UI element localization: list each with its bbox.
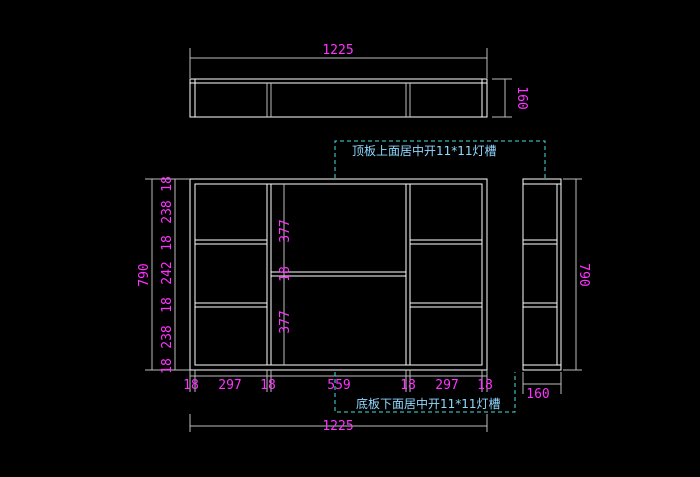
left-spacing-label-3: 18 <box>160 235 175 251</box>
left-spacing-label-6: 238 <box>160 325 175 348</box>
center-spacing-label-3: 377 <box>278 310 293 333</box>
bottom-width-label-6: 297 <box>435 378 458 393</box>
top-plan-outline <box>189 78 488 118</box>
front-height-label: 790 <box>137 263 152 286</box>
bottom-width-label-3: 18 <box>260 378 276 393</box>
left-spacing-label-4: 242 <box>160 261 175 284</box>
top-view: 1225 160 <box>189 43 529 118</box>
bottom-groove-leader <box>334 372 516 413</box>
front-inner-frame <box>194 183 483 366</box>
bottom-width-label-7: 18 <box>477 378 493 393</box>
bottom-width-label-5: 18 <box>400 378 416 393</box>
front-outer-frame <box>189 178 488 371</box>
left-spacing-label-2: 238 <box>160 200 175 223</box>
bottom-groove-note: 底板下面居中开11*11灯槽 <box>334 372 516 413</box>
center-spacing-label-2: 18 <box>278 266 293 282</box>
top-width-label: 1225 <box>322 43 353 58</box>
bottom-width-label-2: 297 <box>218 378 241 393</box>
front-view: 790 18 238 18 242 18 238 18 377 18 377 1… <box>137 176 493 434</box>
overall-width-label: 1225 <box>322 419 353 434</box>
bottom-groove-note-text: 底板下面居中开11*11灯槽 <box>356 396 501 411</box>
left-spacing-label-7: 18 <box>160 358 175 374</box>
top-groove-note: 顶板上面居中开11*11灯槽 <box>334 140 546 178</box>
bottom-width-label-4: 559 <box>327 378 350 393</box>
top-depth-label: 160 <box>514 86 529 109</box>
side-outer-frame <box>522 178 562 371</box>
side-height-label: 790 <box>576 263 591 286</box>
top-groove-leader <box>334 140 546 178</box>
bottom-width-label-1: 18 <box>183 378 199 393</box>
side-depth-label: 160 <box>526 387 549 402</box>
side-view: 790 160 <box>522 178 591 402</box>
left-spacing-label-1: 18 <box>160 176 175 192</box>
left-spacing-label-5: 18 <box>160 297 175 313</box>
top-groove-note-text: 顶板上面居中开11*11灯槽 <box>352 143 497 158</box>
center-spacing-label-1: 377 <box>278 219 293 242</box>
